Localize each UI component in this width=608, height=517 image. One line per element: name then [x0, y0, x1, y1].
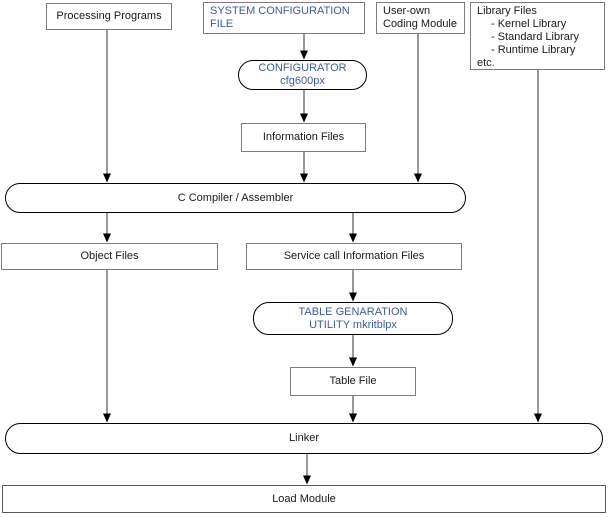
node-c-compiler-assembler: C Compiler / Assembler: [5, 183, 466, 213]
node-user-own-coding-module: User-own Coding Module: [376, 2, 465, 34]
node-label-line2: Coding Module: [383, 18, 457, 30]
node-label-line1: CONFIGURATOR: [258, 62, 347, 74]
node-table-file: Table File: [290, 367, 416, 396]
node-label: Linker: [289, 432, 319, 444]
node-load-module: Load Module: [2, 485, 606, 513]
node-label-line2: UTILITY mkritblpx: [309, 318, 397, 331]
node-label: C Compiler / Assembler: [177, 191, 294, 204]
node-label: Processing Programs: [56, 10, 162, 22]
node-information-files: Information Files: [241, 123, 366, 152]
node-label: Load Module: [272, 492, 336, 505]
node-processing-programs: Processing Programs: [46, 3, 172, 30]
node-object-files: Object Files: [1, 243, 218, 270]
library-files-footer: etc.: [477, 57, 495, 69]
node-configurator: CONFIGURATOR cfg600px: [238, 60, 367, 90]
library-files-item: - Kernel Library: [491, 18, 567, 30]
library-files-item: - Runtime Library: [491, 44, 576, 56]
node-label-line1: User-own: [383, 5, 431, 17]
node-label: Information Files: [262, 131, 345, 143]
node-service-call-information-files: Service call Information Files: [246, 243, 462, 270]
library-files-item: - Standard Library: [491, 31, 580, 43]
node-label: Service call Information Files: [283, 250, 425, 262]
node-system-configuration-file: SYSTEM CONFIGURATION FILE: [203, 2, 365, 34]
node-linker: Linker: [5, 423, 603, 454]
node-label-line2: FILE: [210, 18, 234, 30]
node-library-files: Library Files - Kernel Library - Standar…: [470, 2, 605, 70]
node-label: Table File: [329, 375, 377, 387]
node-label-line2: cfg600px: [280, 75, 325, 87]
node-label-line1: TABLE GENARATION: [298, 305, 408, 318]
node-label-line1: SYSTEM CONFIGURATION: [210, 5, 350, 17]
library-files-title: Library Files: [477, 5, 537, 17]
node-label: Object Files: [80, 250, 139, 262]
node-table-generation-utility: TABLE GENARATION UTILITY mkritblpx: [253, 302, 453, 335]
